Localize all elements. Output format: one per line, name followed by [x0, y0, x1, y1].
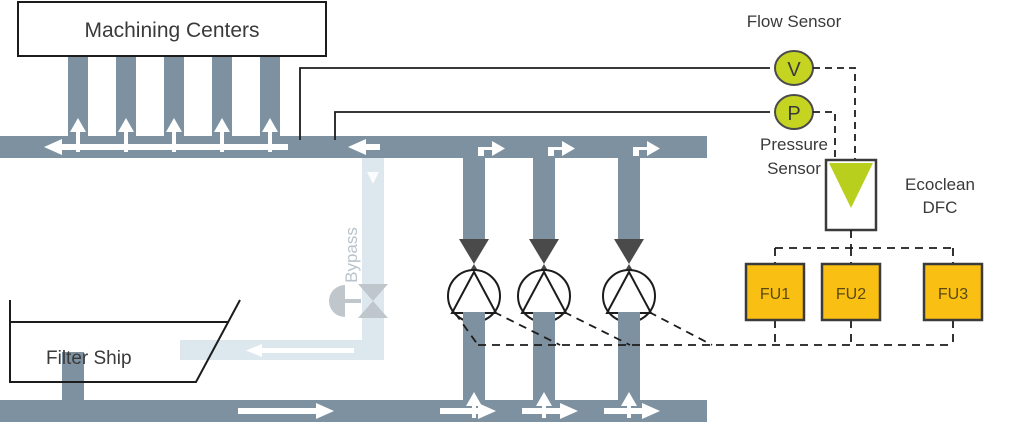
- bypass-flow-arrow-down: [367, 148, 379, 184]
- pump-riser-pipes-upper: [463, 156, 640, 244]
- filter-ship-tank: [9, 299, 241, 383]
- pump-3: [602, 239, 656, 323]
- flow-sensor[interactable]: V: [774, 50, 814, 86]
- sensor-signal-dashed: [813, 67, 856, 160]
- ecoclean-dfc-label-line2: DFC: [923, 198, 958, 217]
- bottom-pipe-arrows: [238, 392, 660, 419]
- bypass-valve: [329, 284, 388, 318]
- filter-unit-fu2[interactable]: FU2: [820, 262, 882, 322]
- sensor-tap-lines: [299, 67, 770, 140]
- filter-unit-fu1-label: FU1: [760, 286, 790, 303]
- filter-unit-fu3-label: FU3: [938, 286, 968, 303]
- bypass-label: Bypass: [342, 227, 361, 283]
- flow-sensor-symbol: V: [787, 59, 801, 81]
- machining-center-risers: [68, 48, 280, 145]
- pressure-sensor-symbol: P: [787, 103, 800, 125]
- pressure-sensor-label-line1: Pressure: [760, 135, 828, 154]
- bypass-return-arrow: [246, 344, 354, 357]
- flow-sensor-label: Flow Sensor: [747, 12, 842, 31]
- machining-centers-label: Machining Centers: [84, 19, 259, 42]
- filter-unit-fu3[interactable]: FU3: [922, 262, 984, 322]
- bottom-supply-pipe: [0, 400, 707, 422]
- pressure-sensor[interactable]: P: [774, 94, 814, 130]
- pump-1: [447, 239, 501, 323]
- manifold-flow-arrow-left: [44, 139, 288, 155]
- pump-riser-elbow-arrows: [478, 141, 660, 186]
- pump-2: [517, 239, 571, 323]
- ecoclean-dfc-label-line1: Ecoclean: [905, 175, 975, 194]
- ecoclean-dfc-unit[interactable]: [824, 158, 878, 232]
- machining-riser-arrows: [70, 118, 278, 152]
- pump-riser-pipes-lower: [463, 312, 640, 402]
- filter-ship-label: Filter Ship: [46, 348, 132, 369]
- tank-outlet-stub: [62, 352, 84, 404]
- machining-centers-box: [17, 1, 327, 57]
- filter-unit-fu1[interactable]: FU1: [744, 262, 806, 322]
- filter-unit-fu2-label: FU2: [836, 286, 866, 303]
- filter-unit-control-bus: [454, 230, 954, 346]
- manifold-arrow-left-2: [348, 139, 380, 155]
- pressure-sensor-label-line2: Sensor: [767, 159, 821, 178]
